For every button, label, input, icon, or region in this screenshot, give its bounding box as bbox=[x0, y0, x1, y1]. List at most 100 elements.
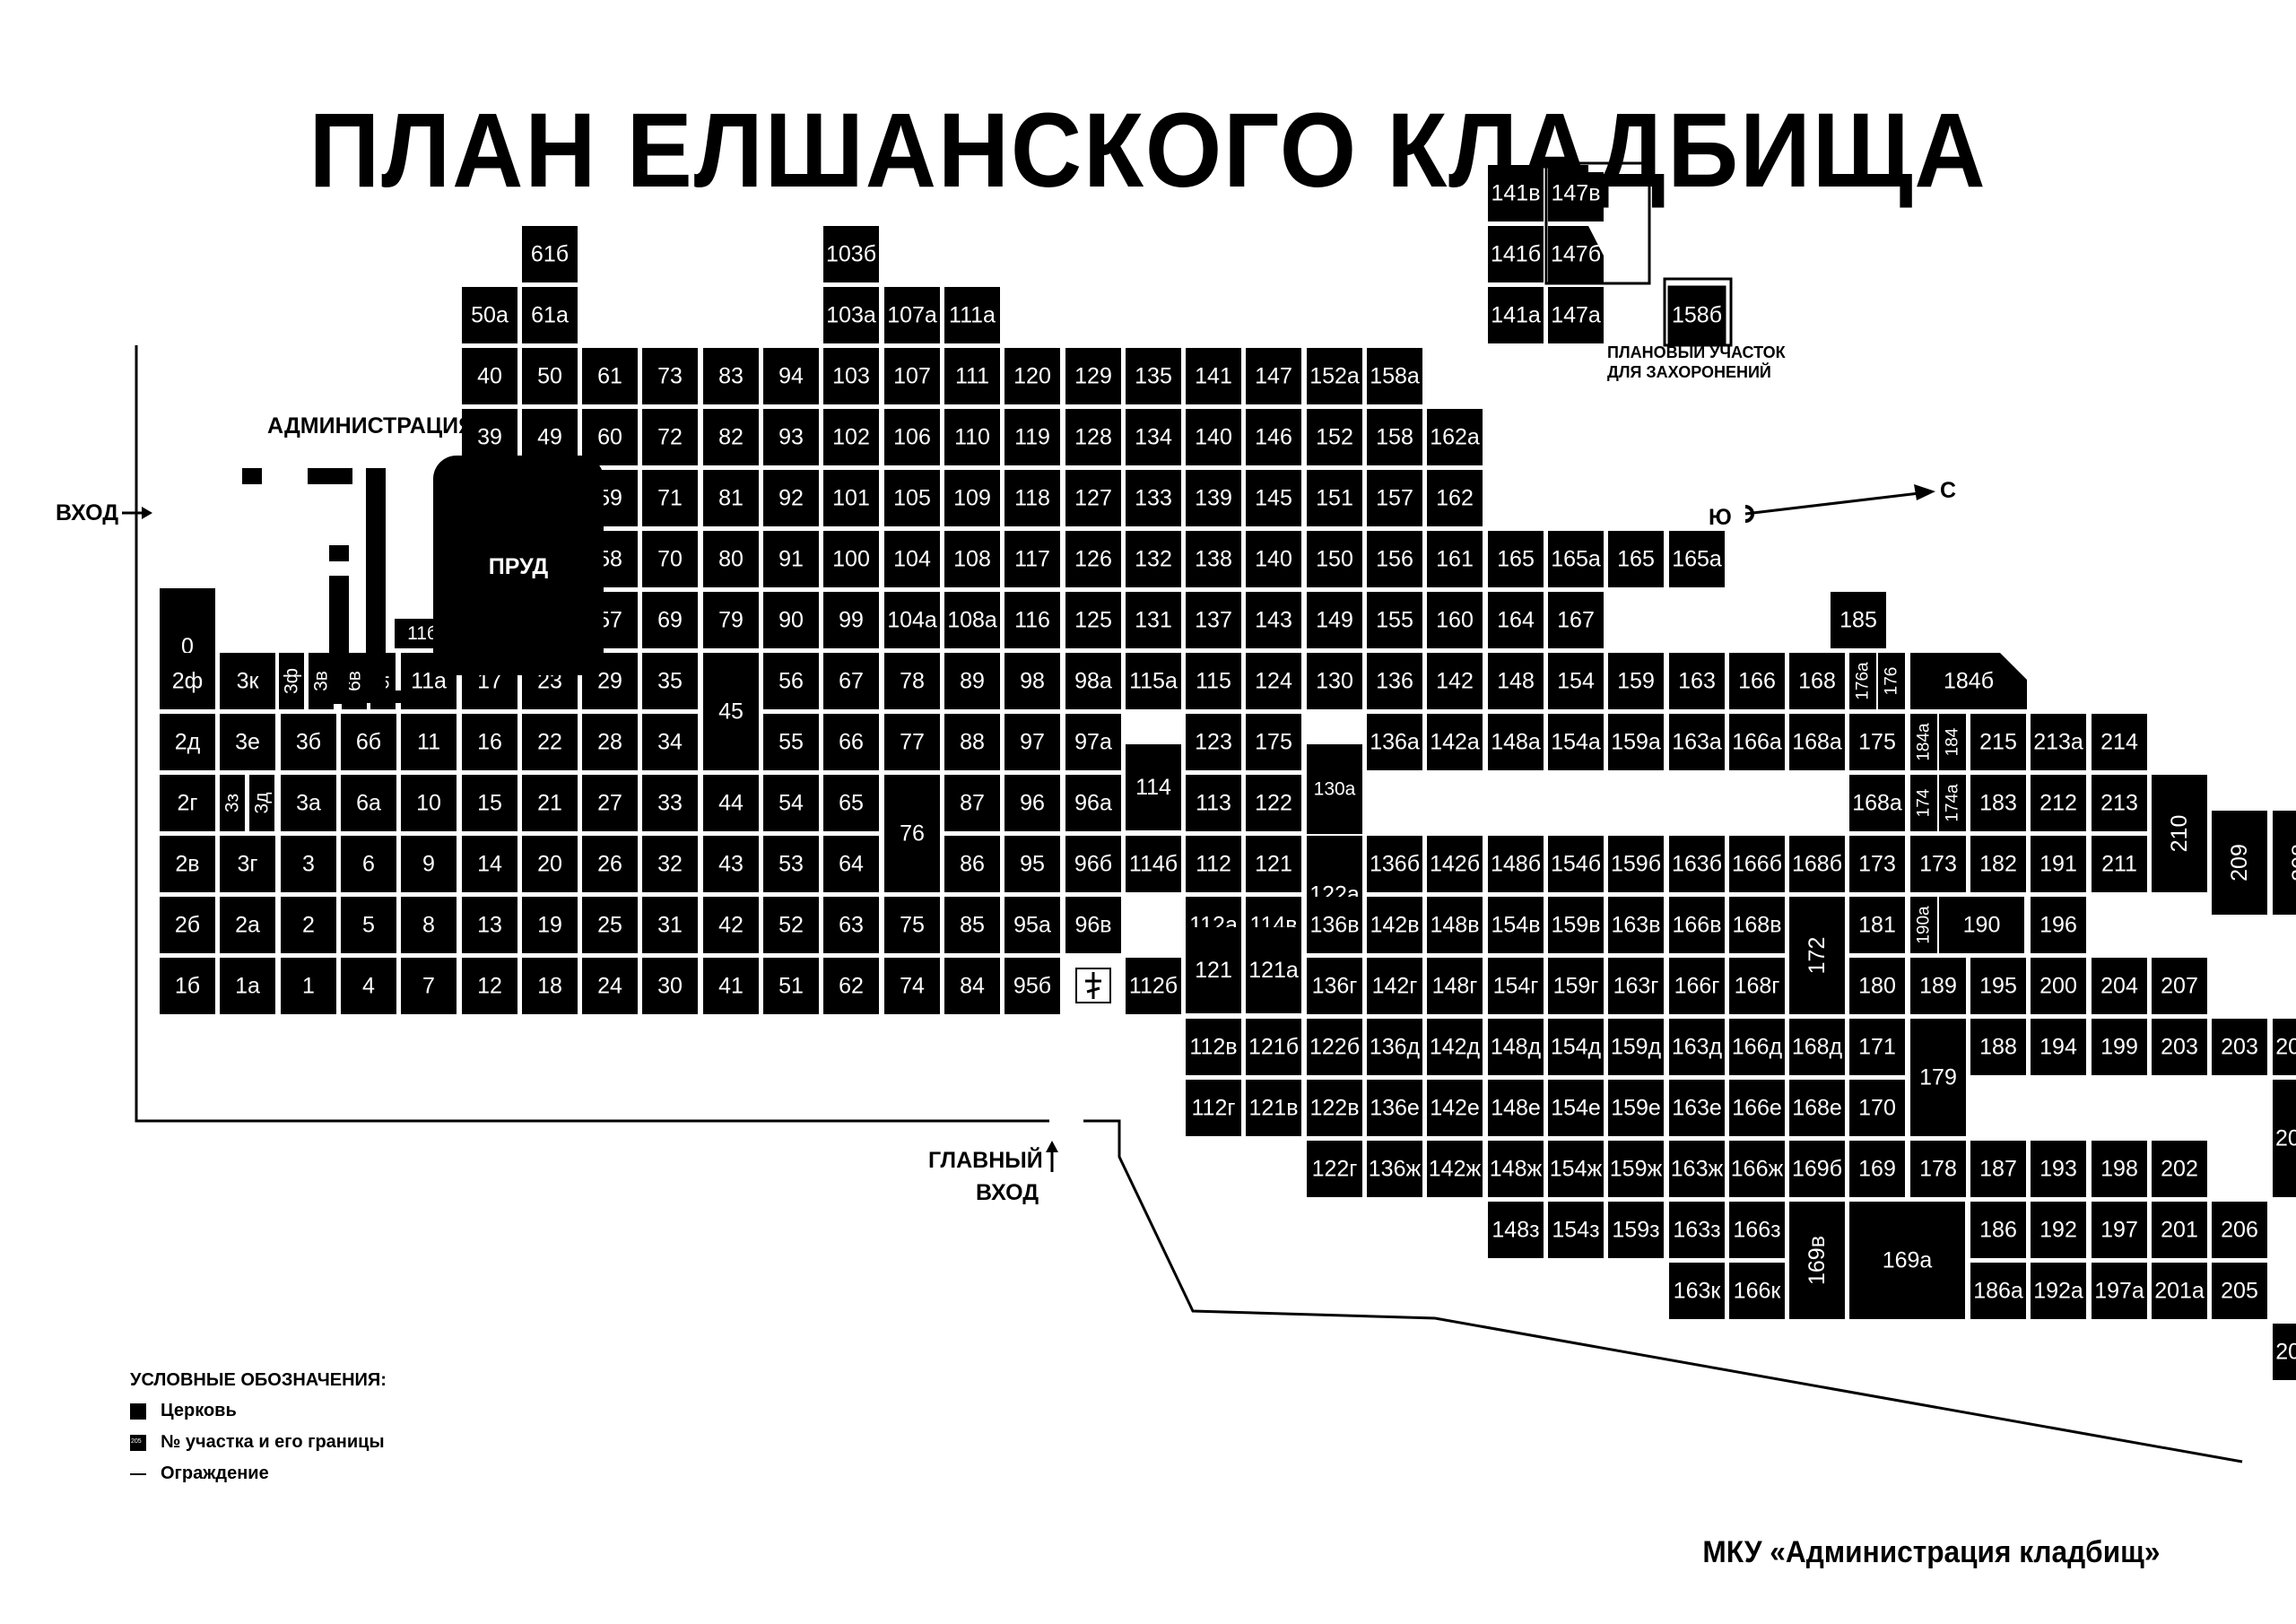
plot-92[interactable]: 92 bbox=[763, 470, 819, 526]
plot-109[interactable]: 109 bbox=[944, 470, 1000, 526]
plot-152а[interactable]: 152а bbox=[1307, 348, 1362, 404]
plot-2г[interactable]: 2г bbox=[160, 775, 215, 831]
plot-192а[interactable]: 192а bbox=[2031, 1263, 2086, 1319]
plot-116[interactable]: 116 bbox=[1004, 592, 1060, 648]
plot-148б[interactable]: 148б bbox=[1488, 836, 1544, 892]
plot-136ж[interactable]: 136ж bbox=[1367, 1141, 1422, 1197]
plot-91[interactable]: 91 bbox=[763, 531, 819, 587]
plot-97[interactable]: 97 bbox=[1004, 714, 1060, 770]
plot-166в[interactable]: 166в bbox=[1669, 897, 1725, 953]
plot-93[interactable]: 93 bbox=[763, 409, 819, 465]
plot-53[interactable]: 53 bbox=[763, 836, 819, 892]
plot-169в[interactable]: 169в bbox=[1789, 1202, 1845, 1319]
plot-112в[interactable]: 112в bbox=[1186, 1019, 1241, 1075]
plot-154з[interactable]: 154з bbox=[1548, 1202, 1604, 1258]
plot-97а[interactable]: 97а bbox=[1065, 714, 1121, 770]
plot-121[interactable]: 121 bbox=[1186, 927, 1241, 1013]
plot-215[interactable]: 215 bbox=[1970, 714, 2026, 770]
plot-197а[interactable]: 197а bbox=[2092, 1263, 2147, 1319]
plot-128[interactable]: 128 bbox=[1065, 409, 1121, 465]
plot-3[interactable]: 3 bbox=[281, 836, 336, 892]
plot-163з[interactable]: 163з bbox=[1669, 1202, 1725, 1258]
plot-121[interactable]: 121 bbox=[1246, 836, 1301, 892]
plot-154[interactable]: 154 bbox=[1548, 653, 1604, 709]
plot-140[interactable]: 140 bbox=[1186, 409, 1241, 465]
plot-199[interactable]: 199 bbox=[2092, 1019, 2147, 1075]
plot-184а[interactable]: 184а bbox=[1910, 714, 1937, 770]
plot-142[interactable]: 142 bbox=[1427, 653, 1483, 709]
plot-196[interactable]: 196 bbox=[2031, 897, 2086, 953]
plot-95б[interactable]: 95б bbox=[1004, 958, 1060, 1014]
plot-169[interactable]: 169 bbox=[1849, 1141, 1905, 1197]
plot-102[interactable]: 102 bbox=[823, 409, 879, 465]
plot-122[interactable]: 122 bbox=[1246, 775, 1301, 831]
plot-27[interactable]: 27 bbox=[582, 775, 638, 831]
plot-149[interactable]: 149 bbox=[1307, 592, 1362, 648]
plot-136б[interactable]: 136б bbox=[1367, 836, 1422, 892]
plot-65[interactable]: 65 bbox=[823, 775, 879, 831]
plot-13[interactable]: 13 bbox=[462, 897, 517, 953]
plot-21[interactable]: 21 bbox=[522, 775, 578, 831]
plot-178[interactable]: 178 bbox=[1910, 1141, 1966, 1197]
plot-87[interactable]: 87 bbox=[944, 775, 1000, 831]
plot-41[interactable]: 41 bbox=[703, 958, 759, 1014]
plot-127[interactable]: 127 bbox=[1065, 470, 1121, 526]
plot-130а[interactable]: 130а bbox=[1307, 744, 1362, 834]
plot-163б[interactable]: 163б bbox=[1669, 836, 1725, 892]
plot-6[interactable]: 6 bbox=[341, 836, 396, 892]
plot-202[interactable]: 202 bbox=[2152, 1141, 2207, 1197]
plot-162а[interactable]: 162а bbox=[1427, 409, 1483, 465]
plot-142в[interactable]: 142в bbox=[1367, 897, 1422, 953]
plot-185[interactable]: 185 bbox=[1831, 592, 1886, 648]
plot-197[interactable]: 197 bbox=[2092, 1202, 2147, 1258]
plot-166а[interactable]: 166а bbox=[1729, 714, 1785, 770]
plot-5[interactable]: 5 bbox=[341, 897, 396, 953]
plot-148з[interactable]: 148з bbox=[1488, 1202, 1544, 1258]
plot-83[interactable]: 83 bbox=[703, 348, 759, 404]
plot-2а[interactable]: 2а bbox=[220, 897, 275, 953]
plot-3д[interactable]: 3д bbox=[249, 775, 274, 831]
plot-163а[interactable]: 163а bbox=[1669, 714, 1725, 770]
plot-201а[interactable]: 201а bbox=[2152, 1263, 2207, 1319]
plot-182[interactable]: 182 bbox=[1970, 836, 2026, 892]
plot-103а[interactable]: 103а bbox=[823, 287, 879, 343]
plot-63[interactable]: 63 bbox=[823, 897, 879, 953]
plot-169а[interactable]: 169а bbox=[1849, 1202, 1965, 1319]
plot-208[interactable]: 208 bbox=[2273, 811, 2296, 915]
plot-16[interactable]: 16 bbox=[462, 714, 517, 770]
plot-141а[interactable]: 141а bbox=[1488, 287, 1544, 343]
plot-60[interactable]: 60 bbox=[582, 409, 638, 465]
plot-157[interactable]: 157 bbox=[1367, 470, 1422, 526]
plot-43[interactable]: 43 bbox=[703, 836, 759, 892]
plot-148в[interactable]: 148в bbox=[1427, 897, 1483, 953]
plot-174[interactable]: 174 bbox=[1910, 775, 1937, 831]
plot-42[interactable]: 42 bbox=[703, 897, 759, 953]
plot-99[interactable]: 99 bbox=[823, 592, 879, 648]
plot-121б[interactable]: 121б bbox=[1246, 1019, 1301, 1075]
plot-3ф[interactable]: 3ф bbox=[279, 653, 304, 709]
plot-168г[interactable]: 168г bbox=[1729, 958, 1785, 1014]
plot-96в[interactable]: 96в bbox=[1065, 897, 1121, 953]
plot-136в[interactable]: 136в bbox=[1307, 897, 1362, 953]
plot-3е[interactable]: 3е bbox=[220, 714, 275, 770]
plot-1а[interactable]: 1а bbox=[220, 958, 275, 1014]
plot-173[interactable]: 173 bbox=[1849, 836, 1905, 892]
plot-131[interactable]: 131 bbox=[1126, 592, 1181, 648]
plot-205[interactable]: 205 bbox=[2212, 1263, 2267, 1319]
plot-175[interactable]: 175 bbox=[1849, 714, 1905, 770]
plot-163е[interactable]: 163е bbox=[1669, 1080, 1725, 1136]
plot-189[interactable]: 189 bbox=[1910, 958, 1966, 1014]
plot-203[interactable]: 203 bbox=[2152, 1019, 2207, 1075]
plot-10[interactable]: 10 bbox=[401, 775, 457, 831]
plot-2ф[interactable]: 2ф bbox=[160, 653, 215, 709]
plot-151[interactable]: 151 bbox=[1307, 470, 1362, 526]
plot-30[interactable]: 30 bbox=[642, 958, 698, 1014]
plot-165а[interactable]: 165а bbox=[1548, 531, 1604, 587]
plot-193[interactable]: 193 bbox=[2031, 1141, 2086, 1197]
plot-2[interactable]: 2 bbox=[281, 897, 336, 953]
plot-134[interactable]: 134 bbox=[1126, 409, 1181, 465]
plot-148г[interactable]: 148г bbox=[1427, 958, 1483, 1014]
plot-66[interactable]: 66 bbox=[823, 714, 879, 770]
plot-207[interactable]: 207 bbox=[2152, 958, 2207, 1014]
plot-141б[interactable]: 141б bbox=[1488, 226, 1544, 282]
